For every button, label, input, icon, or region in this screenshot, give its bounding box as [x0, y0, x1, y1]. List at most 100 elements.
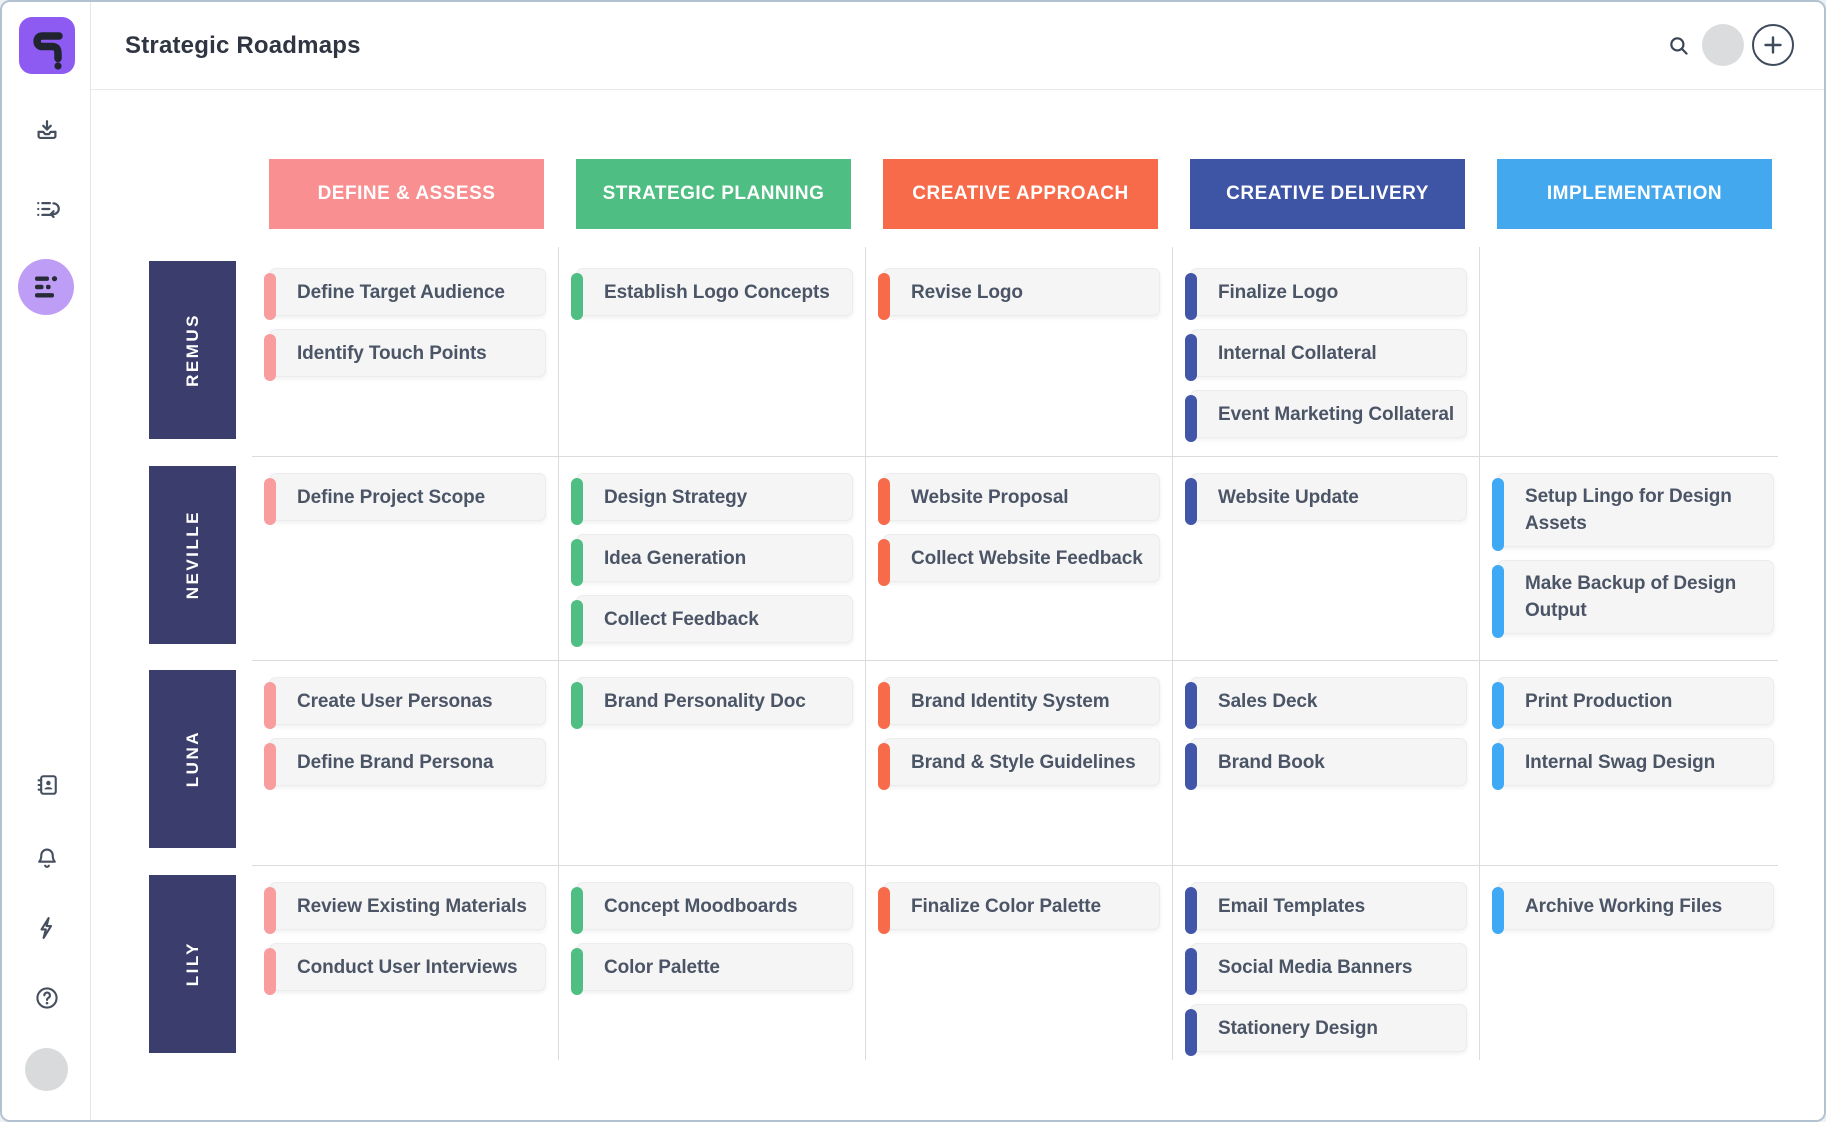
task-card-finalize-color-palette[interactable]: Finalize Color Palette: [878, 882, 1160, 934]
card-color-bar: [1185, 395, 1197, 442]
column-header-strategic-planning[interactable]: STRATEGIC PLANNING: [576, 159, 851, 229]
column-divider: [1479, 247, 1480, 1060]
row-divider: [252, 865, 1778, 866]
task-card-revise-logo[interactable]: Revise Logo: [878, 268, 1160, 320]
card-color-bar: [878, 887, 890, 934]
sidebar-user-avatar[interactable]: [25, 1048, 68, 1091]
card-color-bar: [1185, 887, 1197, 934]
task-card-brand-personality-doc[interactable]: Brand Personality Doc: [571, 677, 853, 729]
task-card-label: Define Brand Persona: [297, 751, 494, 773]
plus-icon: [1764, 36, 1782, 54]
card-color-bar: [878, 273, 890, 320]
task-card-establish-logo-concepts[interactable]: Establish Logo Concepts: [571, 268, 853, 320]
task-card-concept-moodboards[interactable]: Concept Moodboards: [571, 882, 853, 934]
task-card-label: Review Existing Materials: [297, 895, 527, 917]
page-title: Strategic Roadmaps: [125, 32, 361, 59]
task-card-setup-lingo-for-design-assets[interactable]: Setup Lingo for Design Assets: [1492, 473, 1774, 551]
notifications-bell-icon[interactable]: [2, 844, 91, 872]
task-card-define-brand-persona[interactable]: Define Brand Persona: [264, 738, 546, 790]
row-label-remus[interactable]: REMUS: [149, 261, 236, 439]
card-color-bar: [1185, 743, 1197, 790]
task-card-define-project-scope[interactable]: Define Project Scope: [264, 473, 546, 525]
task-card-design-strategy[interactable]: Design Strategy: [571, 473, 853, 525]
task-card-label: Color Palette: [604, 956, 720, 978]
task-card-label: Stationery Design: [1218, 1017, 1378, 1039]
row-label-lily[interactable]: LILY: [149, 875, 236, 1053]
task-card-review-existing-materials[interactable]: Review Existing Materials: [264, 882, 546, 934]
task-card-label: Brand Book: [1218, 751, 1325, 773]
task-card-event-marketing-collateral[interactable]: Event Marketing Collateral: [1185, 390, 1467, 442]
task-card-website-update[interactable]: Website Update: [1185, 473, 1467, 525]
task-card-create-user-personas[interactable]: Create User Personas: [264, 677, 546, 729]
backlog-list-icon[interactable]: [2, 195, 91, 223]
sidebar: [2, 2, 91, 1120]
task-card-social-media-banners[interactable]: Social Media Banners: [1185, 943, 1467, 995]
task-card-sales-deck[interactable]: Sales Deck: [1185, 677, 1467, 729]
task-card-label: Define Target Audience: [297, 281, 505, 303]
search-icon[interactable]: [1659, 26, 1699, 66]
task-card-stationery-design[interactable]: Stationery Design: [1185, 1004, 1467, 1056]
topbar: Strategic Roadmaps: [91, 2, 1824, 90]
export-download-icon[interactable]: [2, 116, 91, 144]
card-color-bar: [1185, 682, 1197, 729]
card-color-bar: [1185, 478, 1197, 525]
integrations-lightning-icon[interactable]: [2, 914, 91, 942]
card-color-bar: [1492, 565, 1504, 638]
card-color-bar: [1185, 273, 1197, 320]
task-card-label: Website Proposal: [911, 486, 1069, 508]
task-card-brand-identity-system[interactable]: Brand Identity System: [878, 677, 1160, 729]
column-divider: [1172, 247, 1173, 1060]
column-header-define-assess[interactable]: DEFINE & ASSESS: [269, 159, 544, 229]
task-card-finalize-logo[interactable]: Finalize Logo: [1185, 268, 1467, 320]
help-icon[interactable]: [2, 984, 91, 1012]
task-card-label: Email Templates: [1218, 895, 1366, 917]
column-divider: [865, 247, 866, 1060]
card-color-bar: [571, 600, 583, 647]
task-card-collect-website-feedback[interactable]: Collect Website Feedback: [878, 534, 1160, 586]
row-label-neville[interactable]: NEVILLE: [149, 466, 236, 644]
card-color-bar: [1492, 682, 1504, 729]
task-card-label: Website Update: [1218, 486, 1359, 508]
app-logo[interactable]: [19, 17, 75, 74]
add-button[interactable]: [1752, 24, 1794, 66]
task-card-label: Identify Touch Points: [297, 342, 487, 364]
task-card-label: Internal Collateral: [1218, 342, 1377, 364]
task-card-print-production[interactable]: Print Production: [1492, 677, 1774, 729]
card-color-bar: [264, 948, 276, 995]
card-color-bar: [1185, 334, 1197, 381]
task-card-idea-generation[interactable]: Idea Generation: [571, 534, 853, 586]
roadmap-fields-icon[interactable]: [18, 259, 74, 315]
task-card-brand-style-guidelines[interactable]: Brand & Style Guidelines: [878, 738, 1160, 790]
card-color-bar: [571, 478, 583, 525]
contacts-book-icon[interactable]: [2, 771, 91, 799]
column-header-creative-approach[interactable]: CREATIVE APPROACH: [883, 159, 1158, 229]
task-card-internal-swag-design[interactable]: Internal Swag Design: [1492, 738, 1774, 790]
card-color-bar: [571, 273, 583, 320]
card-color-bar: [1185, 948, 1197, 995]
task-card-collect-feedback[interactable]: Collect Feedback: [571, 595, 853, 647]
card-color-bar: [878, 539, 890, 586]
task-card-label: Internal Swag Design: [1525, 751, 1716, 773]
task-card-color-palette[interactable]: Color Palette: [571, 943, 853, 995]
row-label-luna[interactable]: LUNA: [149, 670, 236, 848]
task-card-label: Finalize Logo: [1218, 281, 1339, 303]
task-card-internal-collateral[interactable]: Internal Collateral: [1185, 329, 1467, 381]
card-color-bar: [264, 334, 276, 381]
column-header-implementation[interactable]: IMPLEMENTATION: [1497, 159, 1772, 229]
task-card-brand-book[interactable]: Brand Book: [1185, 738, 1467, 790]
column-header-creative-delivery[interactable]: CREATIVE DELIVERY: [1190, 159, 1465, 229]
task-card-identify-touch-points[interactable]: Identify Touch Points: [264, 329, 546, 381]
task-card-archive-working-files[interactable]: Archive Working Files: [1492, 882, 1774, 934]
task-card-make-backup-of-design-output[interactable]: Make Backup of Design Output: [1492, 560, 1774, 638]
row-divider: [252, 660, 1778, 661]
task-card-website-proposal[interactable]: Website Proposal: [878, 473, 1160, 525]
task-card-conduct-user-interviews[interactable]: Conduct User Interviews: [264, 943, 546, 995]
task-card-define-target-audience[interactable]: Define Target Audience: [264, 268, 546, 320]
task-card-email-templates[interactable]: Email Templates: [1185, 882, 1467, 934]
row-divider: [252, 456, 1778, 457]
topbar-user-avatar[interactable]: [1702, 24, 1744, 66]
